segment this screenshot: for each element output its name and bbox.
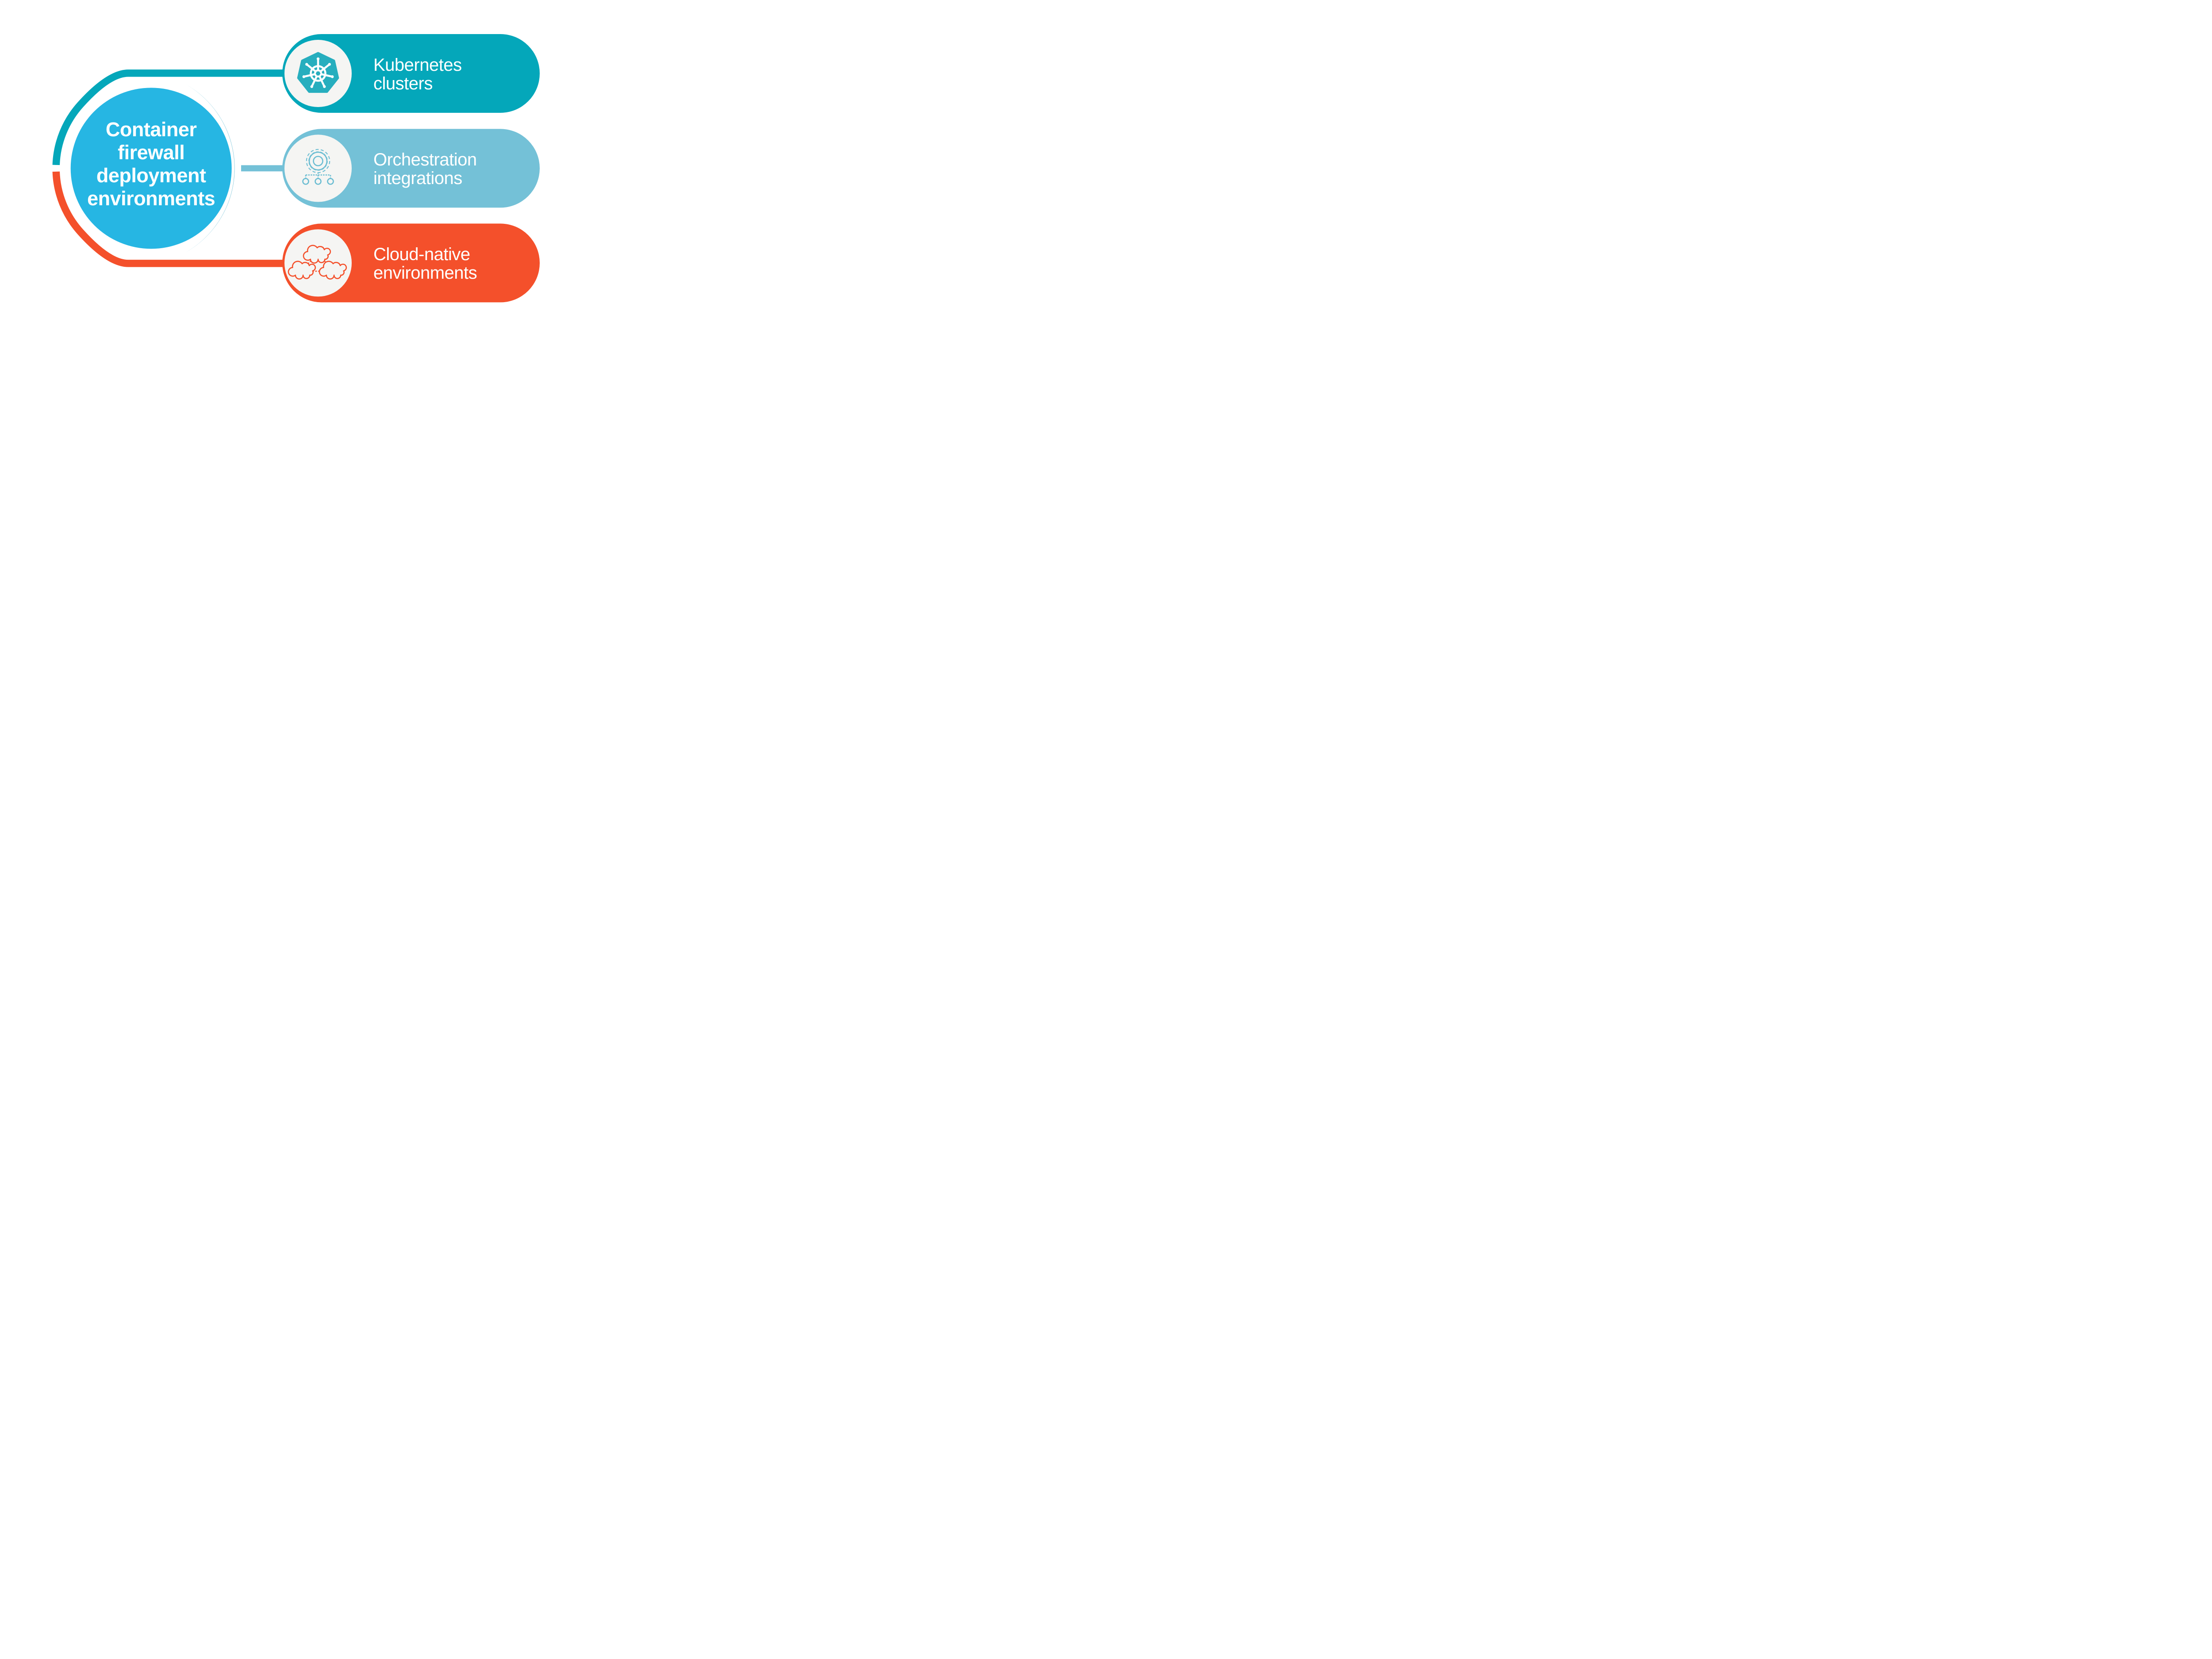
pill-orchestration-icon-circle — [284, 134, 352, 202]
pill-orchestration-shape — [282, 129, 540, 208]
pill-kubernetes-shape — [282, 34, 540, 113]
helm-wheel-handle-tips — [302, 57, 334, 88]
cloud-bottom-left — [288, 261, 316, 280]
center-label-line-4: environments — [87, 187, 215, 210]
pill-cloud-icon-circle — [284, 229, 352, 297]
cloud-label-line-2: environments — [373, 263, 477, 283]
center-label-line-2: firewall — [118, 141, 185, 164]
helm-wheel-hub-hexagon — [315, 71, 321, 76]
cloud-bottom-right — [319, 261, 347, 280]
cloud-label-line-1: Cloud-native — [373, 245, 470, 265]
hierarchy-node-left — [302, 178, 309, 185]
cloud-native-environments-label: Cloud-native environments — [373, 245, 477, 282]
gear-teeth-hollow — [307, 150, 330, 173]
center-circle-label: Container firewall deployment environmen… — [81, 118, 222, 210]
kubernetes-label-line-2: clusters — [373, 74, 433, 93]
center-label-line-3: deployment — [96, 164, 206, 187]
kubernetes-helm-wheel-icon — [297, 52, 339, 93]
pill-cloud-shape — [282, 223, 540, 303]
helm-wheel-spokes — [303, 58, 334, 88]
ring-arc-teal-top — [52, 69, 301, 165]
kubernetes-clusters-label: Kubernetes clusters — [373, 56, 462, 93]
gear-hole — [313, 156, 323, 166]
container-firewall-infographic: Container firewall deployment environmen… — [0, 0, 590, 332]
gear-hierarchy-icon — [302, 149, 334, 185]
hierarchy-node-middle — [315, 178, 322, 185]
linked-clouds-icon — [288, 245, 347, 280]
orchestration-label-line-2: integrations — [373, 169, 462, 188]
ring-arc-orange-bottom — [52, 171, 301, 267]
orchestration-integrations-label: Orchestration integrations — [373, 150, 477, 188]
center-circle — [70, 88, 232, 249]
center-label-line-1: Container — [105, 118, 197, 141]
orchestration-label-line-1: Orchestration — [373, 150, 477, 170]
hierarchy-node-right — [327, 178, 334, 185]
pill-cloud-native-environments — [282, 223, 540, 303]
hierarchy-dashed-lines — [305, 172, 331, 178]
cloud-top — [303, 245, 331, 264]
pill-kubernetes-clusters — [282, 34, 540, 113]
gear-body — [308, 151, 328, 171]
diagram-canvas — [52, 34, 540, 303]
kubernetes-label-line-1: Kubernetes — [373, 55, 462, 75]
pill-orchestration-integrations — [282, 129, 540, 208]
